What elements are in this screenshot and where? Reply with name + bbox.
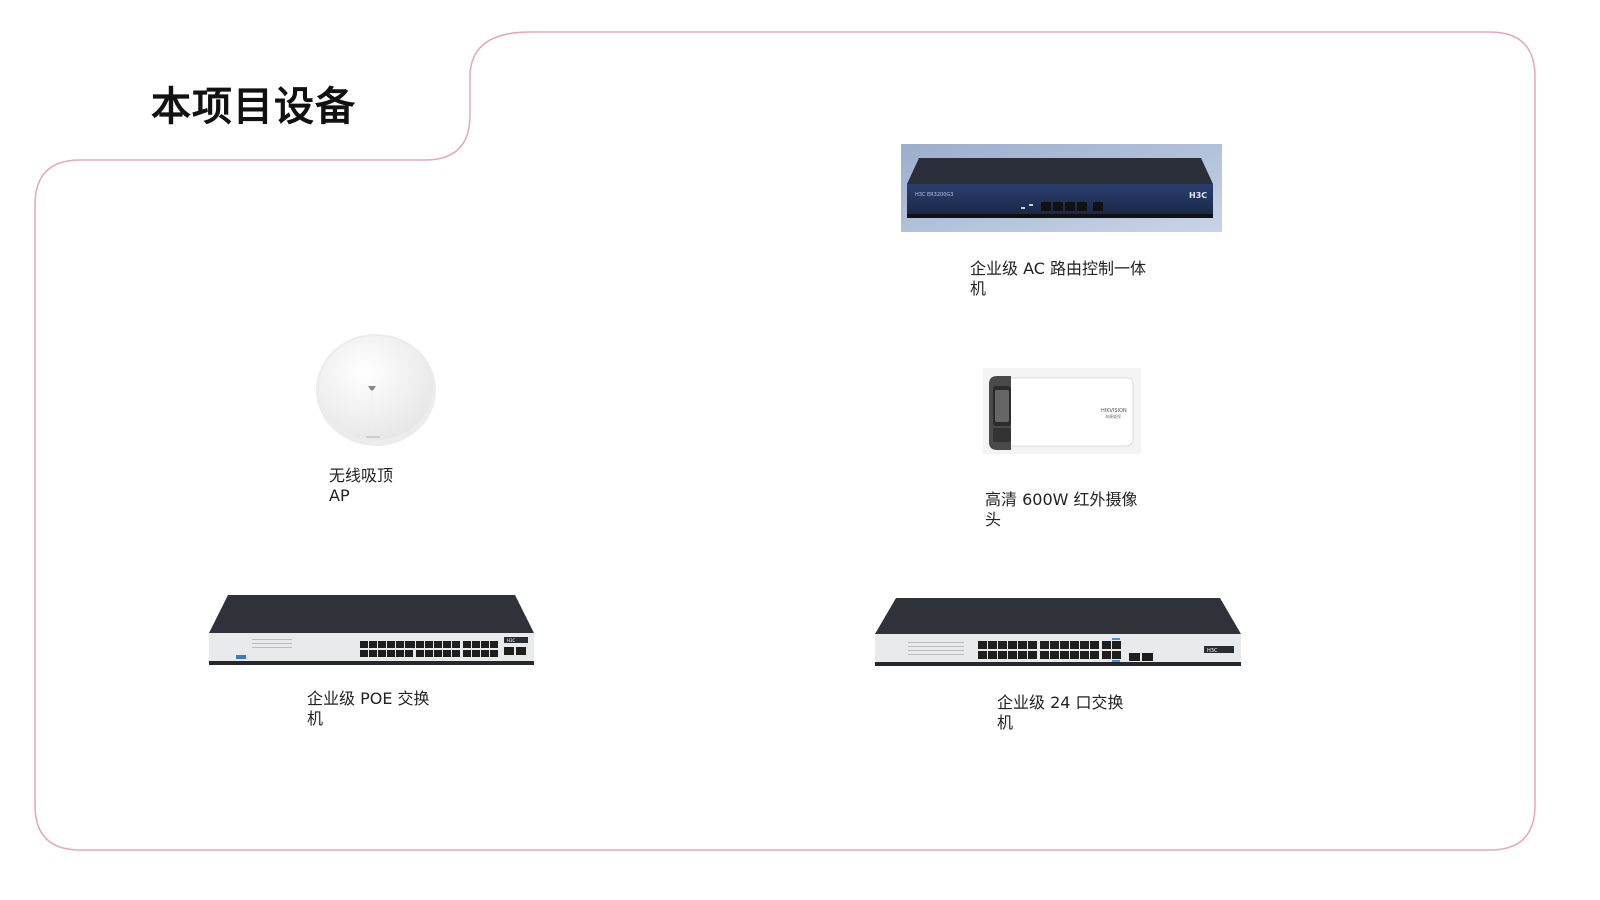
svg-text:海康威视: 海康威视 <box>1105 413 1121 419</box>
svg-text:H3C: H3C <box>1189 191 1207 200</box>
ac-router-icon: H3C ER3200G3 H3C <box>901 144 1222 232</box>
poe-switch-icon: H3C <box>209 595 534 665</box>
svg-text:H3C ER3200G3: H3C ER3200G3 <box>915 192 953 198</box>
ceiling-ap-icon <box>316 334 436 446</box>
bullet-camera-icon: HIKVISION 海康威视 <box>983 368 1141 454</box>
page-title: 本项目设备 <box>151 84 356 130</box>
device-label-poe-switch: 企业级 POE 交换机 <box>307 689 430 728</box>
device-label-24-port-switch: 企业级 24 口交换机 <box>997 693 1124 732</box>
svg-text:H3C: H3C <box>507 638 516 643</box>
frame-outline <box>34 31 1536 851</box>
svg-text:H3C: H3C <box>1207 648 1218 654</box>
device-label-camera: 高清 600W 红外摄像头 <box>985 490 1138 529</box>
device-label-ac-router: 企业级 AC 路由控制一体机 <box>970 259 1147 298</box>
24-port-switch-icon: H3C <box>875 598 1241 666</box>
svg-text:HIKVISION: HIKVISION <box>1101 408 1127 414</box>
